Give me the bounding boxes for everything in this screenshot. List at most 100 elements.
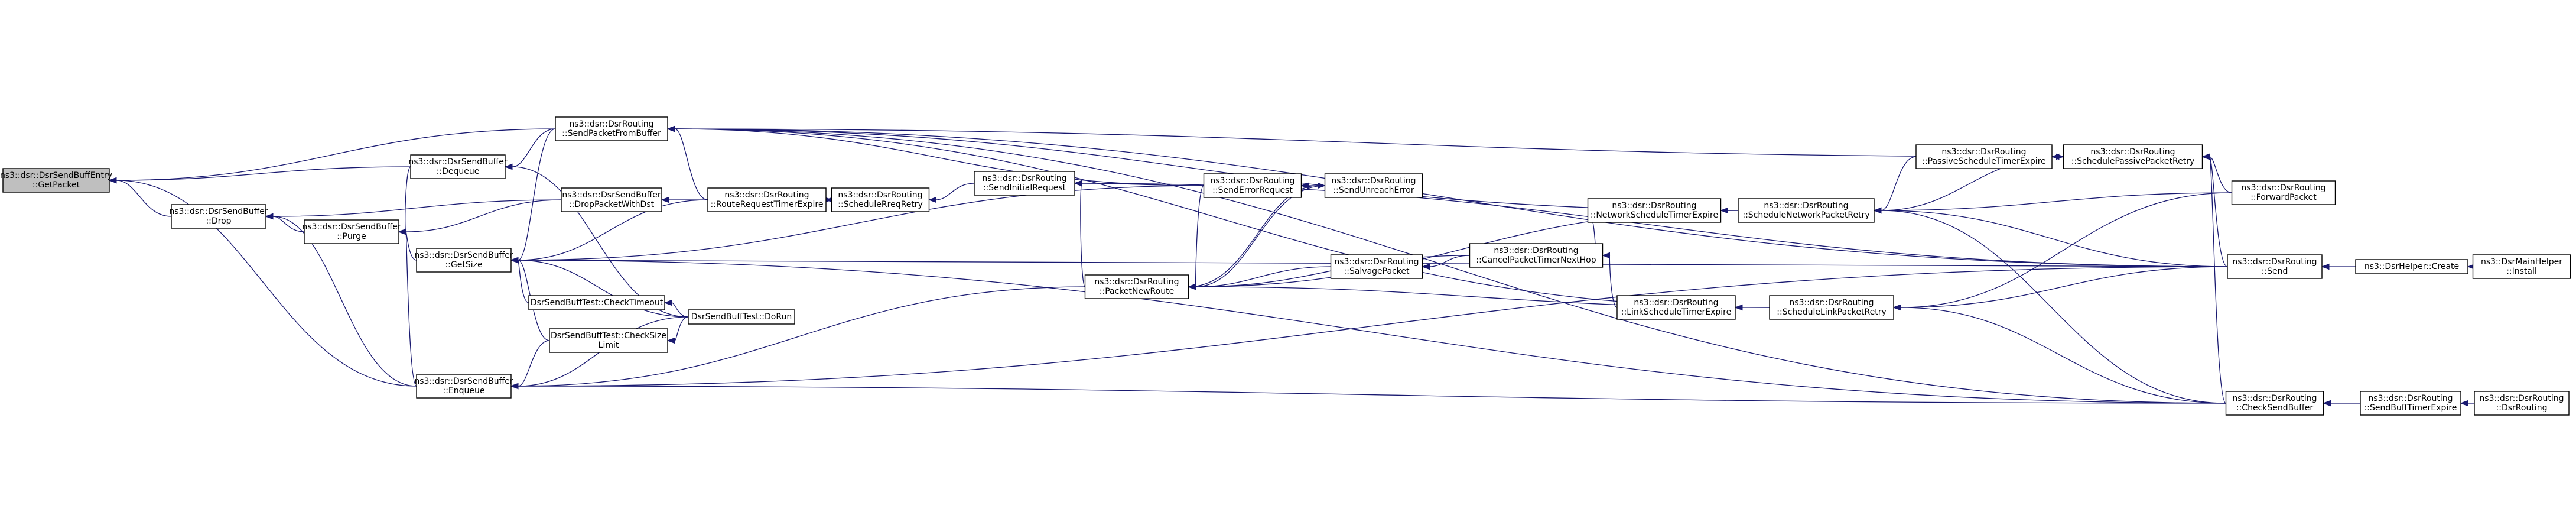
graph-node-dorun[interactable]: DsrSendBuffTest::DoRun [688,309,795,325]
edge-schedulelinkpacketretry-to-linkscheduletimerexpire [1734,304,1770,311]
node-label: ::Send [2262,267,2288,276]
edge-line [1195,185,1205,287]
edge-line [1900,192,2232,308]
graph-node-checksendbuffer[interactable]: ns3::dsr::DsrRouting::CheckSendBuffer [2225,391,2324,416]
edge-sendunreacherror-to-packetnewroute [1188,185,1325,290]
node-label: ns3::dsr::DsrRouting [838,190,922,200]
edge-dorun-to-dequeue [504,163,689,318]
node-label: DsrSendBuffTest::CheckTimeout [531,298,663,307]
edge-send-to-schedulepassivepacketretry [2201,153,2228,267]
edge-arrowhead [398,228,406,235]
graph-node-enqueue[interactable]: ns3::dsr::DsrSendBuffer::Enqueue [414,374,513,399]
graph-node-schedulereqretry[interactable]: ns3::dsr::DsrRouting::ScheduleRreqRetry [831,187,930,212]
edge-arrowhead [1422,263,1430,270]
graph-node-send[interactable]: ns3::dsr::DsrRouting::Send [2227,254,2323,279]
node-label: DsrSendBuffTest::DoRun [691,312,792,322]
node-label: ns3::dsr::DsrRouting [982,174,1066,183]
node-label: ::ForwardPacket [2250,193,2317,202]
node-label: ns3::DsrHelper::Create [2364,262,2459,271]
node-label: ::SendErrorRequest [1212,186,1293,195]
graph-node-mainhelperinstall[interactable]: ns3::DsrMainHelper::Install [2472,254,2571,279]
graph-node-dequeue[interactable]: ns3::dsr::DsrSendBuffer::Dequeue [408,154,508,179]
graph-node-packetnewroute[interactable]: ns3::dsr::DsrRouting::PacketNewRoute [1084,274,1189,299]
graph-node-sendinitialrequest[interactable]: ns3::dsr::DsrRouting::SendInitialRequest [974,171,1075,196]
edge-arrowhead [1892,304,1901,311]
graph-node-passivescheduletimerexpire[interactable]: ns3::dsr::DsrRouting::PassiveScheduleTim… [1915,144,2053,169]
edge-enqueue-to-purge [398,228,417,387]
node-box [549,328,668,353]
edge-sendpacketfrombuffer-to-getpacket [108,128,556,184]
edge-line [674,128,708,200]
graph-node-networkscheduletimerexpire[interactable]: ns3::dsr::DsrRouting::NetworkScheduleTim… [1587,198,1722,223]
graph-node-sendbufftimerexpire[interactable]: ns3::dsr::DsrRouting::SendBuffTimerExpir… [2360,391,2461,416]
node-label: ::GetSize [445,260,482,270]
graph-node-sendpacketfrombuffer[interactable]: ns3::dsr::DsrRouting::SendPacketFromBuff… [555,116,668,141]
edge-line [518,286,1085,387]
graph-node-getsize[interactable]: ns3::dsr::DsrSendBuffer::GetSize [414,248,513,273]
node-label: ::LinkScheduleTimerExpire [1621,307,1731,317]
node-box [974,171,1075,196]
graph-node-cancelpackettimernexthop[interactable]: ns3::dsr::DsrRouting::CancelPacketTimerN… [1469,243,1604,268]
node-label: ns3::dsr::DsrRouting [2232,394,2317,403]
graph-node-schedulelinkpacketretry[interactable]: ns3::dsr::DsrRouting::ScheduleLinkPacket… [1769,295,1894,320]
node-label: ::PassiveScheduleTimerExpire [1922,157,2046,166]
edge-dorun-to-checktimeout [663,299,689,318]
edge-line [518,260,2226,404]
edge-cancelpackettimernexthop-to-salvagepacket [1422,255,1470,270]
node-label: ns3::dsr::DsrSendBuffer [169,207,268,216]
node-box [1469,243,1604,268]
edge-forwardpacket-to-schedulelinkpacketretry [1892,192,2232,311]
edge-arrowhead [2201,153,2210,160]
node-box [1330,254,1423,279]
edge-routerequesttimerexpire-to-sendpacketfrombuffer [666,125,708,200]
node-label: ::Dequeue [437,167,480,176]
edge-droppacketwithdst-to-drop [265,199,562,220]
node-box [2472,254,2571,279]
graph-node-getpacket[interactable]: ns3::dsr::DsrSendBuffEntry::GetPacket [0,168,112,193]
edge-arrowhead [666,125,675,132]
graph-node-droppacketwithdst[interactable]: ns3::dsr::DsrSendBuffer::DropPacketWithD… [561,187,662,212]
edge-arrowhead [1602,252,1610,259]
node-box [561,187,662,212]
edge-linkscheduletimerexpire-to-cancelpackettimernexthop [1602,252,1618,308]
graph-node-linkscheduletimerexpire[interactable]: ns3::dsr::DsrRouting::LinkScheduleTimerE… [1616,295,1736,320]
edge-helpercreate-to-send [2321,263,2356,270]
node-label: ::SendBuffTimerExpire [2364,403,2457,413]
edge-salvagepacket-to-packetnewroute [1188,266,1331,290]
edge-arrowhead [1873,207,1882,214]
graph-node-schedulenetworkpacketretry[interactable]: ns3::dsr::DsrRouting::ScheduleNetworkPac… [1738,198,1875,223]
node-label: ::SendPacketFromBuffer [562,129,661,138]
graph-node-forwardpacket[interactable]: ns3::dsr::DsrRouting::ForwardPacket [2231,180,2336,205]
node-label: ns3::dsr::DsrRouting [1494,246,1578,255]
graph-node-routerequesttimerexpire[interactable]: ns3::dsr::DsrRouting::RouteRequestTimerE… [707,187,827,212]
node-label: ::Drop [206,216,231,226]
node-label: ns3::dsr::DsrRouting [2090,147,2175,157]
edge-line [518,266,2228,387]
graph-node-sendunreacherror[interactable]: ns3::dsr::DsrRouting::SendUnreachError [1324,173,1423,198]
edge-cancelpackettimernexthop-to-packetnewroute [1188,255,1470,290]
graph-node-checktimeout[interactable]: DsrSendBuffTest::CheckTimeout [528,295,665,310]
node-box [1084,274,1189,299]
graph-node-schedulepassivepacketretry[interactable]: ns3::dsr::DsrRouting::SchedulePassivePac… [2063,144,2203,169]
node-label: ::Install [2506,267,2537,276]
edge-routerequesttimerexpire-to-droppacketwithdst [661,196,708,203]
node-label: ns3::dsr::DsrSendBuffer [408,157,507,167]
graph-node-helpercreate[interactable]: ns3::DsrHelper::Create [2355,259,2468,274]
edge-line [2209,156,2232,193]
graph-node-dsrrouting[interactable]: ns3::dsr::DsrRouting::DsrRouting [2474,391,2570,416]
node-label: ns3::dsr::DsrRouting [1941,147,2026,157]
graph-node-salvagepacket[interactable]: ns3::dsr::DsrRouting::SalvagePacket [1330,254,1423,279]
node-label: ns3::dsr::DsrRouting [1612,201,1696,210]
node-label: ::SalvagePacket [1344,267,1410,276]
edge-line [518,260,529,303]
graph-node-senderrorrequest[interactable]: ns3::dsr::DsrRouting::SendErrorRequest [1203,173,1302,198]
graph-node-purge[interactable]: ns3::dsr::DsrSendBuffer::Purge [302,219,401,244]
node-label: ::ScheduleNetworkPacketRetry [1742,210,1869,220]
edge-arrowhead [2460,400,2468,407]
edge-line [674,128,1770,308]
edge-sendpacketfrombuffer-to-getsize [510,128,556,264]
node-label: ns3::dsr::DsrRouting [569,119,653,129]
graph-node-drop[interactable]: ns3::dsr::DsrSendBuffer::Drop [169,204,268,229]
node-box [528,295,665,310]
